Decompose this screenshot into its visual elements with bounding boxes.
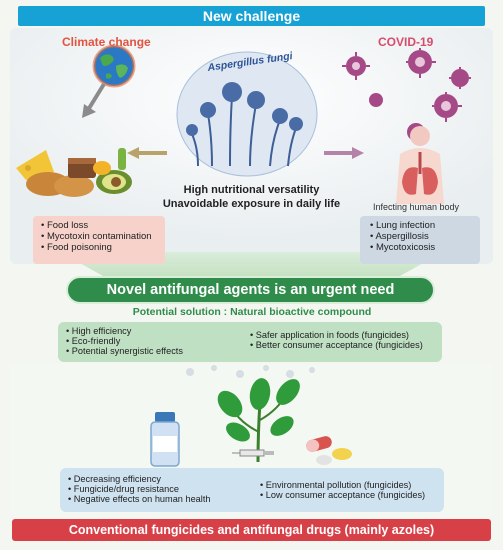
nutritional-versatility-text: High nutritional versatility [183,184,320,196]
list-item: Environmental pollution (fungicides) [260,480,425,490]
list-item: Aspergillosis [370,231,474,242]
daily-exposure-text: Unavoidable exposure in daily life [162,198,341,210]
list-item: Food poisoning [41,242,159,253]
syringe-icon [232,449,274,457]
covid-title: COVID-19 [378,35,434,49]
infecting-body-label: Infecting human body [372,202,460,212]
conventional-problems-box: Decreasing efficiency Fungicide/drug res… [60,468,444,512]
urgent-need-banner: Novel antifungal agents is an urgent nee… [66,276,435,304]
pills-icon [306,436,352,465]
fungus-icon [176,51,318,177]
list-item: Decreasing efficiency [68,474,211,484]
arrow-right-icon [324,147,364,159]
solution-benefits-box: High efficiency Eco-friendly Potential s… [58,322,442,362]
arrow-down-left-icon [82,82,106,118]
list-item: Potential synergistic effects [66,346,183,356]
list-item: Eco-friendly [66,336,183,346]
list-item: Negative effects on human health [68,494,211,504]
globe-icon [92,44,136,88]
list-item: Fungicide/drug resistance [68,484,211,494]
covid-impacts-box: Lung infection Aspergillosis Mycotoxicos… [360,216,480,264]
potential-solution-title: Potential solution : Natural bioactive c… [132,306,372,318]
list-item: Low consumer acceptance (fungicides) [260,490,425,500]
bubbles-decoration [186,365,315,378]
climate-impacts-box: Food loss Mycotoxin contamination Food p… [33,216,165,264]
list-item: Safer application in foods (fungicides) [250,330,423,340]
list-item: Mycotoxicosis [370,242,474,253]
plant-icon [217,378,300,463]
list-item: High efficiency [66,326,183,336]
lungs-icon [396,126,444,204]
new-challenge-banner: New challenge [18,6,485,26]
list-item: Food loss [41,220,159,231]
list-item: Lung infection [370,220,474,231]
drug-bottle-icon [150,412,180,467]
list-item: Mycotoxin contamination [41,231,159,242]
food-icon [16,148,132,197]
virus-icon [342,48,471,141]
climate-change-title: Climate change [62,35,151,49]
conventional-fungicides-banner: Conventional fungicides and antifungal d… [12,519,491,541]
arrow-left-icon [127,147,167,159]
list-item: Better consumer acceptance (fungicides) [250,340,423,350]
